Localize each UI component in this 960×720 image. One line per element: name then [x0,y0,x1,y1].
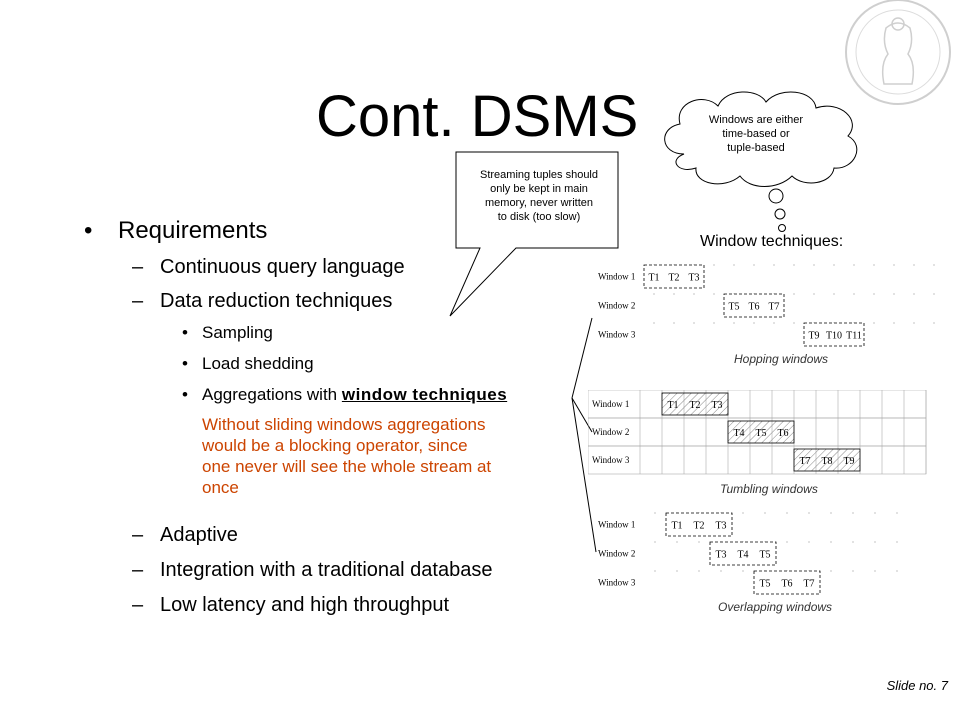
slide-title: Cont. DSMS [316,84,639,149]
tuple-label: T1 [648,273,659,284]
bullet-dot: • [84,217,93,244]
sub-list-item-label: Aggregations with [202,385,342,404]
list-item-label: Data reduction techniques [160,290,393,312]
slide-number: Slide no. 7 [886,678,948,693]
window-row-label: Window 3 [598,330,636,340]
tuple-label: T1 [671,521,682,532]
window-row: Window 2 T3 T4 T5 [598,541,898,566]
tuple-label: T2 [689,400,700,411]
list-item: –Low latency and high throughput [132,594,450,616]
window-row: Window 2 T5 T6 T7 [598,293,935,318]
window-row: Window 1 T1 T2 T3 [598,264,935,289]
tuple-label: T9 [843,456,854,467]
window-row: Window 3 T7 T8 T9 [588,445,927,475]
sub-list-item-label: Load shedding [202,354,314,373]
tuple-label: T6 [748,302,759,313]
speech-callout-shape [449,151,619,317]
window-row-label: Window 3 [592,455,630,465]
window-row-label: Window 2 [592,427,629,437]
window-row-label: Window 1 [598,272,635,282]
tuple-label: T4 [733,428,744,439]
tuple-label: T5 [755,428,766,439]
list-item: –Continuous query language [132,256,405,278]
list-item-label: Adaptive [160,524,238,546]
tuple-label: T11 [846,331,862,342]
list-item: –Adaptive [132,524,238,546]
overlapping-windows-caption: Overlapping windows [718,600,833,614]
tuple-label: T5 [728,302,739,313]
tuple-label: T6 [777,428,788,439]
window-row: Window 2 T4 T5 T6 [588,417,927,447]
window-row-label: Window 3 [598,578,636,588]
tuple-label: T5 [759,550,770,561]
tuple-label: T5 [759,579,770,590]
tuple-label: T9 [808,331,819,342]
list-item-label: Low latency and high throughput [160,594,450,616]
tuple-label: T1 [667,400,678,411]
tuple-label: T3 [688,273,699,284]
hopping-windows-caption: Hopping windows [734,352,829,366]
tuple-label: T2 [668,273,679,284]
list-item: –Integration with a traditional database [132,559,493,581]
tuple-label: T2 [693,521,704,532]
thought-cloud-shape [664,91,858,232]
window-row-label: Window 1 [598,520,635,530]
sub-list-item: •Load shedding [182,354,314,373]
tuple-label: T7 [799,456,810,467]
note-line: once [202,478,239,497]
window-row: Window 3 T9 T10 T11 [598,322,935,347]
window-row-label: Window 2 [598,301,635,311]
note-line: one never will see the whole stream at [202,457,492,476]
tuple-label: T4 [737,550,748,561]
window-row-label: Window 1 [592,399,629,409]
list-item-label: Continuous query language [160,256,405,278]
blocking-operator-note: Without sliding windows aggregations wou… [202,414,491,498]
list-item-label: Integration with a traditional database [160,559,493,581]
thought-cloud-text: Windows are either time-based or tuple-b… [708,114,804,154]
tuple-label: T3 [715,521,726,532]
tuple-label: T10 [826,331,842,342]
tuple-label: T7 [803,579,814,590]
tuple-label: T7 [768,302,779,313]
note-line: Without sliding windows aggregations [202,415,486,434]
tuple-label: T6 [781,579,792,590]
requirements-heading: Requirements [118,217,268,244]
window-techniques-link[interactable]: window techniques [341,385,508,404]
sub-list-item: •Aggregations with window techniques [182,385,508,404]
tuple-label: T3 [715,550,726,561]
tumbling-windows-caption: Tumbling windows [720,482,818,496]
window-row: Window 1 T1 T2 T3 [598,512,898,537]
window-row: Window 1 T1 T2 T3 [588,390,927,419]
bullet-requirements: • Requirements [84,217,267,245]
window-row-label: Window 2 [598,549,635,559]
window-techniques-heading: Window techniques: [700,233,844,250]
list-item: –Data reduction techniques [132,290,393,312]
sub-list-item-label: Sampling [202,323,273,342]
speech-callout-text: Streaming tuples should only be kept in … [479,169,598,223]
sub-list-item: •Sampling [182,323,273,342]
university-seal-logo [845,0,951,105]
window-row: Window 3 T5 T6 T7 [598,570,898,595]
tuple-label: T3 [711,400,722,411]
note-line: would be a blocking operator, since [202,436,468,455]
tuple-label: T8 [821,456,832,467]
